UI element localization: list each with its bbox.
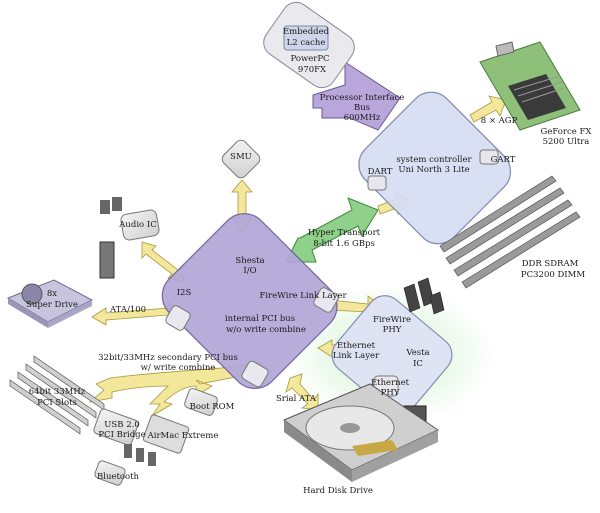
vesta-label-2: IC [413, 359, 423, 370]
firewire-connectors [403, 277, 445, 315]
north-bridge-label-1: system controller [396, 155, 472, 166]
secondary-pci-bus [88, 361, 263, 417]
vesta-firewire-label-2: PHY [382, 325, 402, 336]
memory-label-2: PC3200 DIMM [520, 270, 586, 281]
cpu-label-1: PowerPC [290, 54, 330, 65]
boot-rom-label: Boot ROM [189, 402, 235, 413]
gart-block [479, 149, 499, 165]
gart-label: GART [490, 155, 516, 166]
processor-bus-label-2: Bus [353, 103, 371, 114]
gpu-label-1: GeForce FX [540, 127, 592, 138]
usb-bridge-chip [93, 408, 139, 446]
disc-icon [21, 283, 43, 305]
vesta-ethernet-label-1: Ethernet [336, 341, 376, 352]
internal-pci-label-1: internal PCI bus [224, 314, 296, 325]
north-bridge-label-2: Uni North 3 Lite [398, 165, 470, 176]
audio-label: Audio IC [119, 220, 157, 231]
usb-ports [124, 444, 156, 466]
dart-label: DART [367, 167, 393, 178]
ata-label: ATA/100 [109, 305, 147, 316]
firewire-link-block [313, 287, 339, 313]
cpu-cache-label-2: L2 cache [286, 38, 326, 49]
north-bridge-chip [358, 91, 512, 245]
ethernet-phy-label-2: PHY [380, 388, 400, 399]
vesta-firewire-label-1: FireWire [372, 315, 412, 326]
south-bridge-chip [161, 213, 338, 389]
hard-disk [282, 383, 440, 482]
pci-slots [9, 355, 105, 435]
audio-chip [120, 209, 160, 241]
agp-label: 8 × AGP [480, 116, 518, 127]
hyper-transport-label-2: 8-bit 1.6 GBps [313, 239, 375, 250]
cpu-cache-label-1: Embedded [282, 27, 330, 38]
airmac-card [142, 414, 190, 454]
super-drive-label-2: Super Drive [26, 300, 78, 311]
bluetooth-chip [94, 460, 126, 486]
secondary-pci-label-1: 32bit/33MHz secondary PCI bus [98, 353, 238, 364]
pci-bus-block [241, 360, 269, 388]
agp-arrow [469, 95, 507, 123]
memory-label-1: DDR SDRAM [521, 259, 579, 270]
ethernet-phy-label-1: Ethernet [370, 378, 410, 389]
south-bridge-label-1: Shesta [235, 256, 265, 267]
dart-block [367, 175, 387, 191]
usb-bridge-label-2: PCI Bridge [98, 430, 146, 441]
vesta-label-1: Vesta [406, 348, 430, 359]
usb-bridge-label-1: USB 2.0 [104, 420, 140, 431]
vesta-ethernet-label-2: Link Layer [332, 351, 380, 362]
l2-cache-die [283, 25, 329, 51]
internal-pci-label-2: w/o write combine [226, 325, 306, 336]
pci-slots-label-1: 64bit 33MHz [28, 387, 86, 398]
firewire-link-label: FireWire Link Layer [259, 291, 347, 302]
audio-jacks [99, 197, 122, 279]
i2s-label: I2S [176, 288, 192, 299]
pci-slots-label-2: PCI Slots [37, 398, 77, 409]
processor-bus-arrow [312, 61, 401, 131]
processor-bus-label-1: Processor Interface [319, 93, 405, 104]
serial-ata-label: Srial ATA [275, 394, 317, 405]
cpu-label-2: 970FX [297, 65, 327, 76]
smu-label: SMU [230, 152, 252, 163]
boot-rom-chip [184, 388, 218, 416]
airmac-label: AirMac Extreme [147, 431, 219, 442]
processor-bus-label-3: 600MHz [343, 113, 381, 124]
memory-dimms [439, 175, 581, 289]
i2s-block [165, 305, 191, 331]
bluetooth-label: Bluetooth [96, 472, 140, 483]
hyper-transport-label-1: Hyper Transport [307, 228, 381, 239]
secondary-pci-label-2: w/ write combine [140, 363, 216, 374]
south-bridge-label-2: I/O [243, 266, 257, 277]
smu-chip [221, 139, 261, 179]
gpu-label-2: 5200 Ultra [542, 137, 590, 148]
gpu-card [479, 41, 581, 131]
hdd-label: Hard Disk Drive [303, 486, 373, 497]
super-drive-label-1: 8x [46, 289, 58, 300]
